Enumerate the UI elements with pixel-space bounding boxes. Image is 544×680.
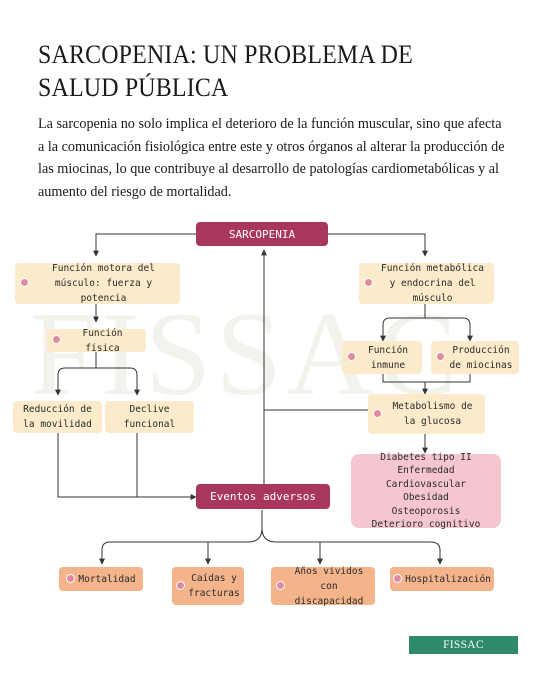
patologia-item: Deterioro cognitivo [371, 519, 481, 530]
node-label: Función física [82, 327, 123, 354]
node-funcion-fisica: Función física [47, 328, 146, 354]
pink-dot-icon [52, 335, 61, 344]
pink-dot-icon [276, 580, 285, 590]
pink-dot-icon [393, 573, 403, 583]
node-label: Función motora del músculo: fuerza y pot… [52, 263, 155, 304]
node-label: Hospitalización [405, 573, 491, 585]
node-eventos-adversos: Eventos adversos [196, 484, 330, 509]
node-caidas-fracturas: Caídas y fracturas [172, 567, 244, 605]
node-anos-discapacidad: Años vividos con discapacidad [271, 566, 375, 607]
patologia-item: Obesidad [403, 492, 449, 503]
node-patologias: Diabetes tipo II Enfermedad Cardiovascul… [351, 451, 501, 530]
node-produccion-miocinas: Producción de miocinas [431, 341, 519, 374]
node-label: Producción de miocinas [449, 344, 513, 371]
pink-dot-icon [364, 278, 373, 287]
node-funcion-inmune: Función inmune [342, 341, 422, 374]
patologia-item: Osteoporosis [391, 505, 461, 517]
patologia-item: Diabetes tipo II [380, 451, 472, 463]
node-sarcopenia: SARCOPENIA [196, 222, 328, 246]
node-label: Función metabólica y endocrina del múscu… [381, 263, 484, 304]
patologia-item: Enfermedad Cardiovascular [385, 465, 467, 490]
pink-dot-icon [20, 278, 29, 287]
node-reduccion-movilidad: Reducción de la movilidad [13, 401, 102, 433]
node-declive-funcional: Declive funcional [105, 401, 194, 433]
node-mortalidad: Mortalidad [59, 567, 143, 591]
pink-dot-icon [176, 580, 186, 590]
node-label: Metabolismo de la glucosa [392, 401, 473, 427]
node-hospitalizacion: Hospitalización [390, 567, 494, 591]
fissac-logo: FISSAC INFOGRAFÍA [409, 636, 518, 669]
node-label: Caídas y fracturas [188, 573, 240, 599]
node-label: Años vividos con discapacidad [294, 565, 364, 607]
node-funcion-motora: Función motora del músculo: fuerza y pot… [15, 263, 180, 304]
node-label: Mortalidad [78, 573, 136, 585]
node-funcion-metabolica: Función metabólica y endocrina del múscu… [359, 263, 494, 304]
pink-dot-icon [347, 352, 356, 361]
node-label: Función inmune [367, 344, 409, 371]
page-title: SARCOPENIA: UN PROBLEMA DE SALUD PÚBLICA [38, 40, 413, 102]
pink-dot-icon [436, 352, 445, 361]
node-metabolismo-glucosa: Metabolismo de la glucosa [368, 394, 485, 434]
pink-dot-icon [373, 408, 382, 418]
pink-dot-icon [66, 573, 76, 583]
intro-paragraph: La sarcopenia no solo implica el deterio… [38, 116, 505, 200]
